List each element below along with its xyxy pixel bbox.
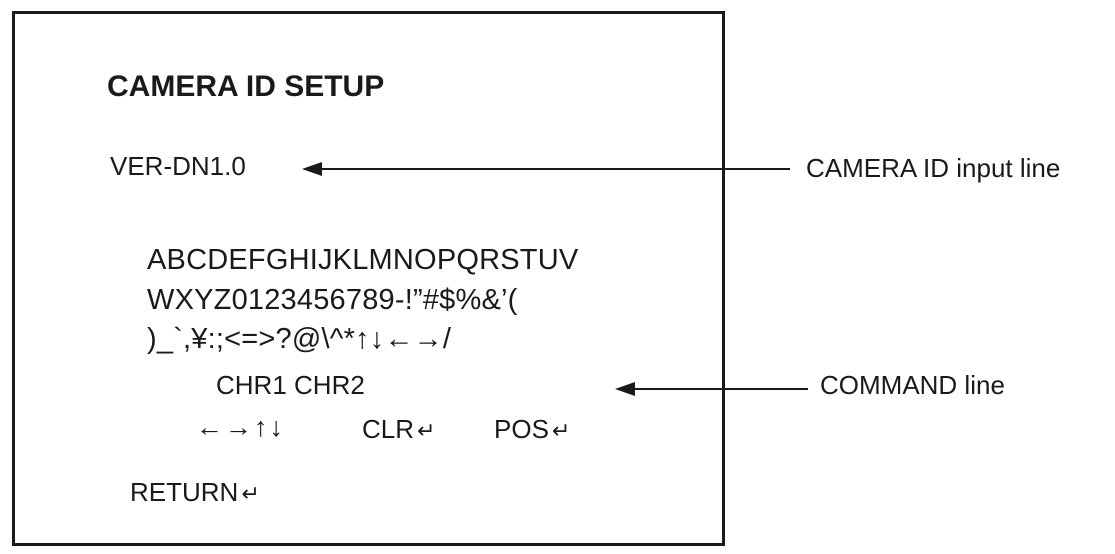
enter-icon: ↵ xyxy=(241,481,260,506)
enter-icon: ↵ xyxy=(551,418,571,443)
clear-command[interactable]: CLR↵ xyxy=(362,416,435,442)
cursor-arrow-keys[interactable]: ←→↑↓ xyxy=(196,412,285,442)
callout-command-line-label: COMMAND line xyxy=(820,370,1005,400)
id-line-arrowhead-icon xyxy=(302,162,322,176)
clear-label: CLR xyxy=(362,414,415,444)
osd-screen-frame xyxy=(12,11,725,546)
command-line-arrowhead-icon xyxy=(615,382,635,396)
position-command[interactable]: POS↵ xyxy=(494,416,570,442)
chr-select-command[interactable]: CHR1 CHR2 xyxy=(216,370,365,400)
return-command[interactable]: RETURN↵ xyxy=(130,479,260,505)
menu-title: CAMERA ID SETUP xyxy=(107,70,385,103)
callout-id-line-label: CAMERA ID input line xyxy=(806,153,1061,183)
charset-row-1[interactable]: ABCDEFGHIJKLMNOPQRSTUV xyxy=(147,244,579,276)
camera-id-input[interactable]: VER-DN1.0 xyxy=(110,151,246,181)
return-label: RETURN xyxy=(130,477,239,507)
position-label: POS xyxy=(494,414,549,444)
charset-row-3[interactable]: )_`,¥:;<=>?@\^*↑↓←→/ xyxy=(147,323,452,355)
enter-icon: ↵ xyxy=(417,418,436,443)
charset-row-2[interactable]: WXYZ0123456789-!”#$%&’( xyxy=(147,284,518,316)
